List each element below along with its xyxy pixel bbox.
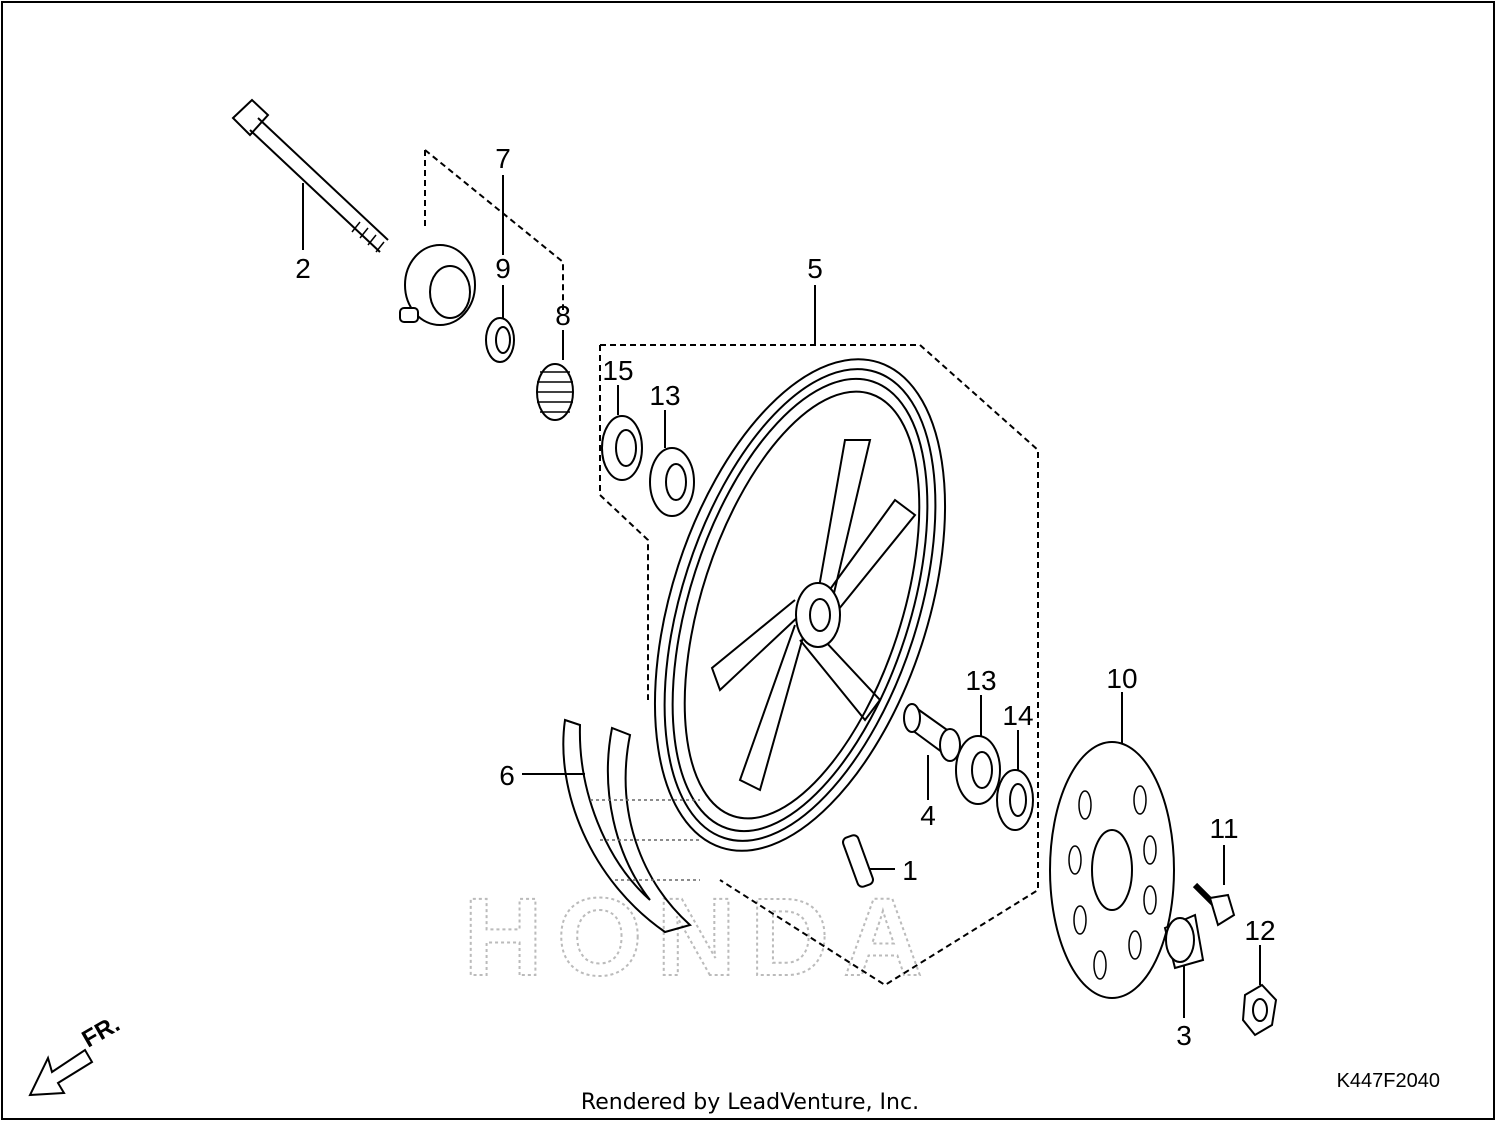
callout-13-left: 13 <box>649 380 680 411</box>
front-wheel <box>653 358 947 852</box>
callout-14: 14 <box>1002 700 1033 731</box>
callout-15: 15 <box>602 355 633 386</box>
callout-12: 12 <box>1244 915 1275 946</box>
speedometer-gearbox <box>399 244 476 326</box>
tire-valve <box>841 834 875 888</box>
callout-9: 9 <box>495 253 511 284</box>
render-credit: Rendered by LeadVenture, Inc. <box>580 1090 920 1115</box>
axle-bolt <box>231 98 389 253</box>
right-seal-14 <box>996 769 1034 831</box>
group-outlines <box>424 149 1039 987</box>
leader-lines <box>302 175 1261 1018</box>
speedometer-gear <box>536 363 574 421</box>
callout-2: 2 <box>295 253 311 284</box>
callout-4: 4 <box>920 800 936 831</box>
callout-13-right: 13 <box>965 665 996 696</box>
callout-10: 10 <box>1106 663 1137 694</box>
front-direction-arrow: FR. <box>28 1010 125 1097</box>
honda-watermark: HONDA <box>463 876 936 999</box>
disc-bolt <box>1192 882 1236 927</box>
callout-5: 5 <box>807 253 823 284</box>
callout-7: 7 <box>495 143 511 174</box>
brake-disc <box>1049 741 1175 999</box>
left-seal-15 <box>601 415 643 481</box>
front-fender <box>562 718 700 934</box>
callout-3: 3 <box>1176 1020 1192 1051</box>
dust-seal <box>485 317 515 363</box>
distance-collar <box>903 703 961 762</box>
disc-collar <box>1163 913 1205 970</box>
callout-6: 6 <box>499 760 515 791</box>
callout-11: 11 <box>1209 813 1238 844</box>
axle-nut <box>1241 983 1278 1037</box>
callout-8: 8 <box>555 300 571 331</box>
left-bearing-13 <box>649 447 695 517</box>
callout-1: 1 <box>902 855 918 886</box>
diagram-code: K447F2040 <box>1336 1070 1440 1092</box>
right-bearing-13 <box>955 735 1001 805</box>
front-direction-label: FR. <box>78 1010 125 1053</box>
